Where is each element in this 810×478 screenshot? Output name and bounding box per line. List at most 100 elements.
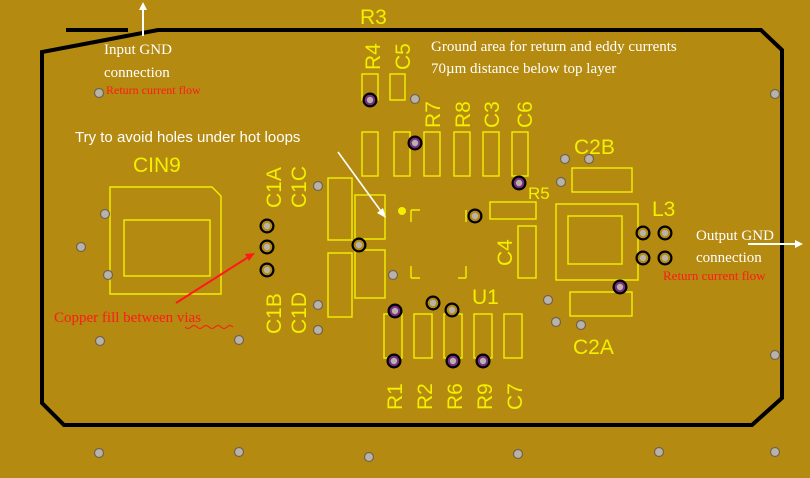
output-gnd-text-1: Output GND: [696, 228, 774, 244]
label-c2b: C2B: [574, 136, 615, 159]
label-c6: C6: [514, 101, 537, 128]
label-r5: R5: [528, 184, 550, 203]
via: [559, 153, 571, 165]
via-group: [75, 87, 781, 463]
label-c1a: C1A: [263, 167, 286, 208]
via-hole: [616, 283, 624, 291]
via: [653, 446, 665, 458]
via: [769, 88, 781, 100]
designator-labels: R3 CIN9 C2B R5 L3 U1 C2A R4 C5 R7 R8 C3 …: [133, 6, 675, 410]
via-hole: [355, 241, 363, 249]
u1-pin1-dot: [398, 207, 406, 215]
via-hole: [263, 243, 271, 251]
c2a-outline: [569, 291, 633, 317]
label-r2: R2: [414, 383, 437, 410]
hot-loops-arrowhead: [377, 208, 386, 218]
ground-area-text-1: Ground area for return and eddy currents: [431, 39, 677, 55]
via: [387, 269, 399, 281]
r-outline-left: [361, 131, 379, 177]
via-hole: [448, 306, 456, 314]
label-c1b: C1B: [263, 293, 286, 334]
c3-outline: [482, 131, 500, 177]
via-hole: [429, 299, 437, 307]
via: [93, 87, 105, 99]
c1a-outline: [327, 177, 353, 241]
r-outline-mid: [393, 131, 411, 177]
output-gnd-arrowhead: [795, 240, 803, 248]
label-c3: C3: [481, 101, 504, 128]
via: [512, 448, 524, 460]
via: [769, 446, 781, 458]
via: [363, 451, 375, 463]
label-c1d: C1D: [288, 292, 311, 334]
label-c5: C5: [392, 43, 415, 70]
input-gnd-text-1: Input GND: [104, 42, 172, 58]
label-r9: R9: [474, 383, 497, 410]
input-gnd-arrowhead: [139, 2, 147, 10]
via: [93, 447, 105, 459]
c2b-outline: [571, 167, 633, 193]
via: [312, 324, 324, 336]
label-r3: R3: [360, 6, 387, 29]
via: [75, 241, 87, 253]
via: [409, 93, 421, 105]
c1b-outline: [327, 252, 353, 318]
via-hole: [661, 254, 669, 262]
r5-outline: [489, 201, 537, 220]
via: [555, 176, 567, 188]
label-r8: R8: [452, 101, 475, 128]
via: [550, 316, 562, 328]
l3-inner: [567, 215, 623, 265]
annotation-arrows: [139, 2, 803, 329]
via: [769, 349, 781, 361]
via: [312, 180, 324, 192]
ground-area-text-2: 70µm distance below top layer: [431, 61, 616, 77]
l3-outline: [555, 203, 639, 281]
via-hole: [449, 357, 457, 365]
via: [233, 334, 245, 346]
via-hole: [390, 357, 398, 365]
component-outlines: [109, 73, 639, 359]
hot-loops-arrow: [337, 151, 384, 215]
via: [233, 446, 245, 458]
r2-outline: [413, 313, 433, 359]
label-cin9: CIN9: [133, 154, 181, 177]
cin9-pad: [123, 219, 211, 277]
via-hole: [263, 266, 271, 274]
via-hole: [661, 229, 669, 237]
via: [99, 208, 111, 220]
via: [102, 269, 114, 281]
via-hole: [411, 139, 419, 147]
via: [575, 319, 587, 331]
copper-fill-arrowhead: [245, 253, 255, 261]
output-gnd-text-2: connection: [696, 250, 762, 266]
via-hole: [639, 254, 647, 262]
label-r7: R7: [422, 101, 445, 128]
label-r6: R6: [444, 383, 467, 410]
via-hole: [391, 307, 399, 315]
via: [583, 153, 595, 165]
via-hole: [471, 212, 479, 220]
copper-fill-arrow: [175, 255, 251, 304]
return-current-right: Return current flow: [663, 268, 766, 283]
label-c1c: C1C: [288, 166, 311, 208]
label-r1: R1: [384, 383, 407, 410]
via: [94, 335, 106, 347]
board-outline: [40, 28, 784, 427]
label-r4: R4: [362, 43, 385, 70]
c5-outline: [389, 73, 406, 101]
hot-loops-text: Try to avoid holes under hot loops: [75, 129, 300, 146]
c1d-outline: [354, 249, 386, 299]
label-c7: C7: [504, 383, 527, 410]
r7-outline: [423, 131, 441, 177]
via-hole: [263, 222, 271, 230]
via-hole: [639, 229, 647, 237]
input-gnd-text-2: connection: [104, 65, 170, 81]
via: [542, 294, 554, 306]
annotation-texts: Input GND connection Return current flow…: [54, 39, 774, 326]
return-current-left: Return current flow: [106, 83, 201, 97]
c7-outline: [503, 313, 523, 359]
label-c4: C4: [494, 239, 517, 266]
via: [312, 299, 324, 311]
